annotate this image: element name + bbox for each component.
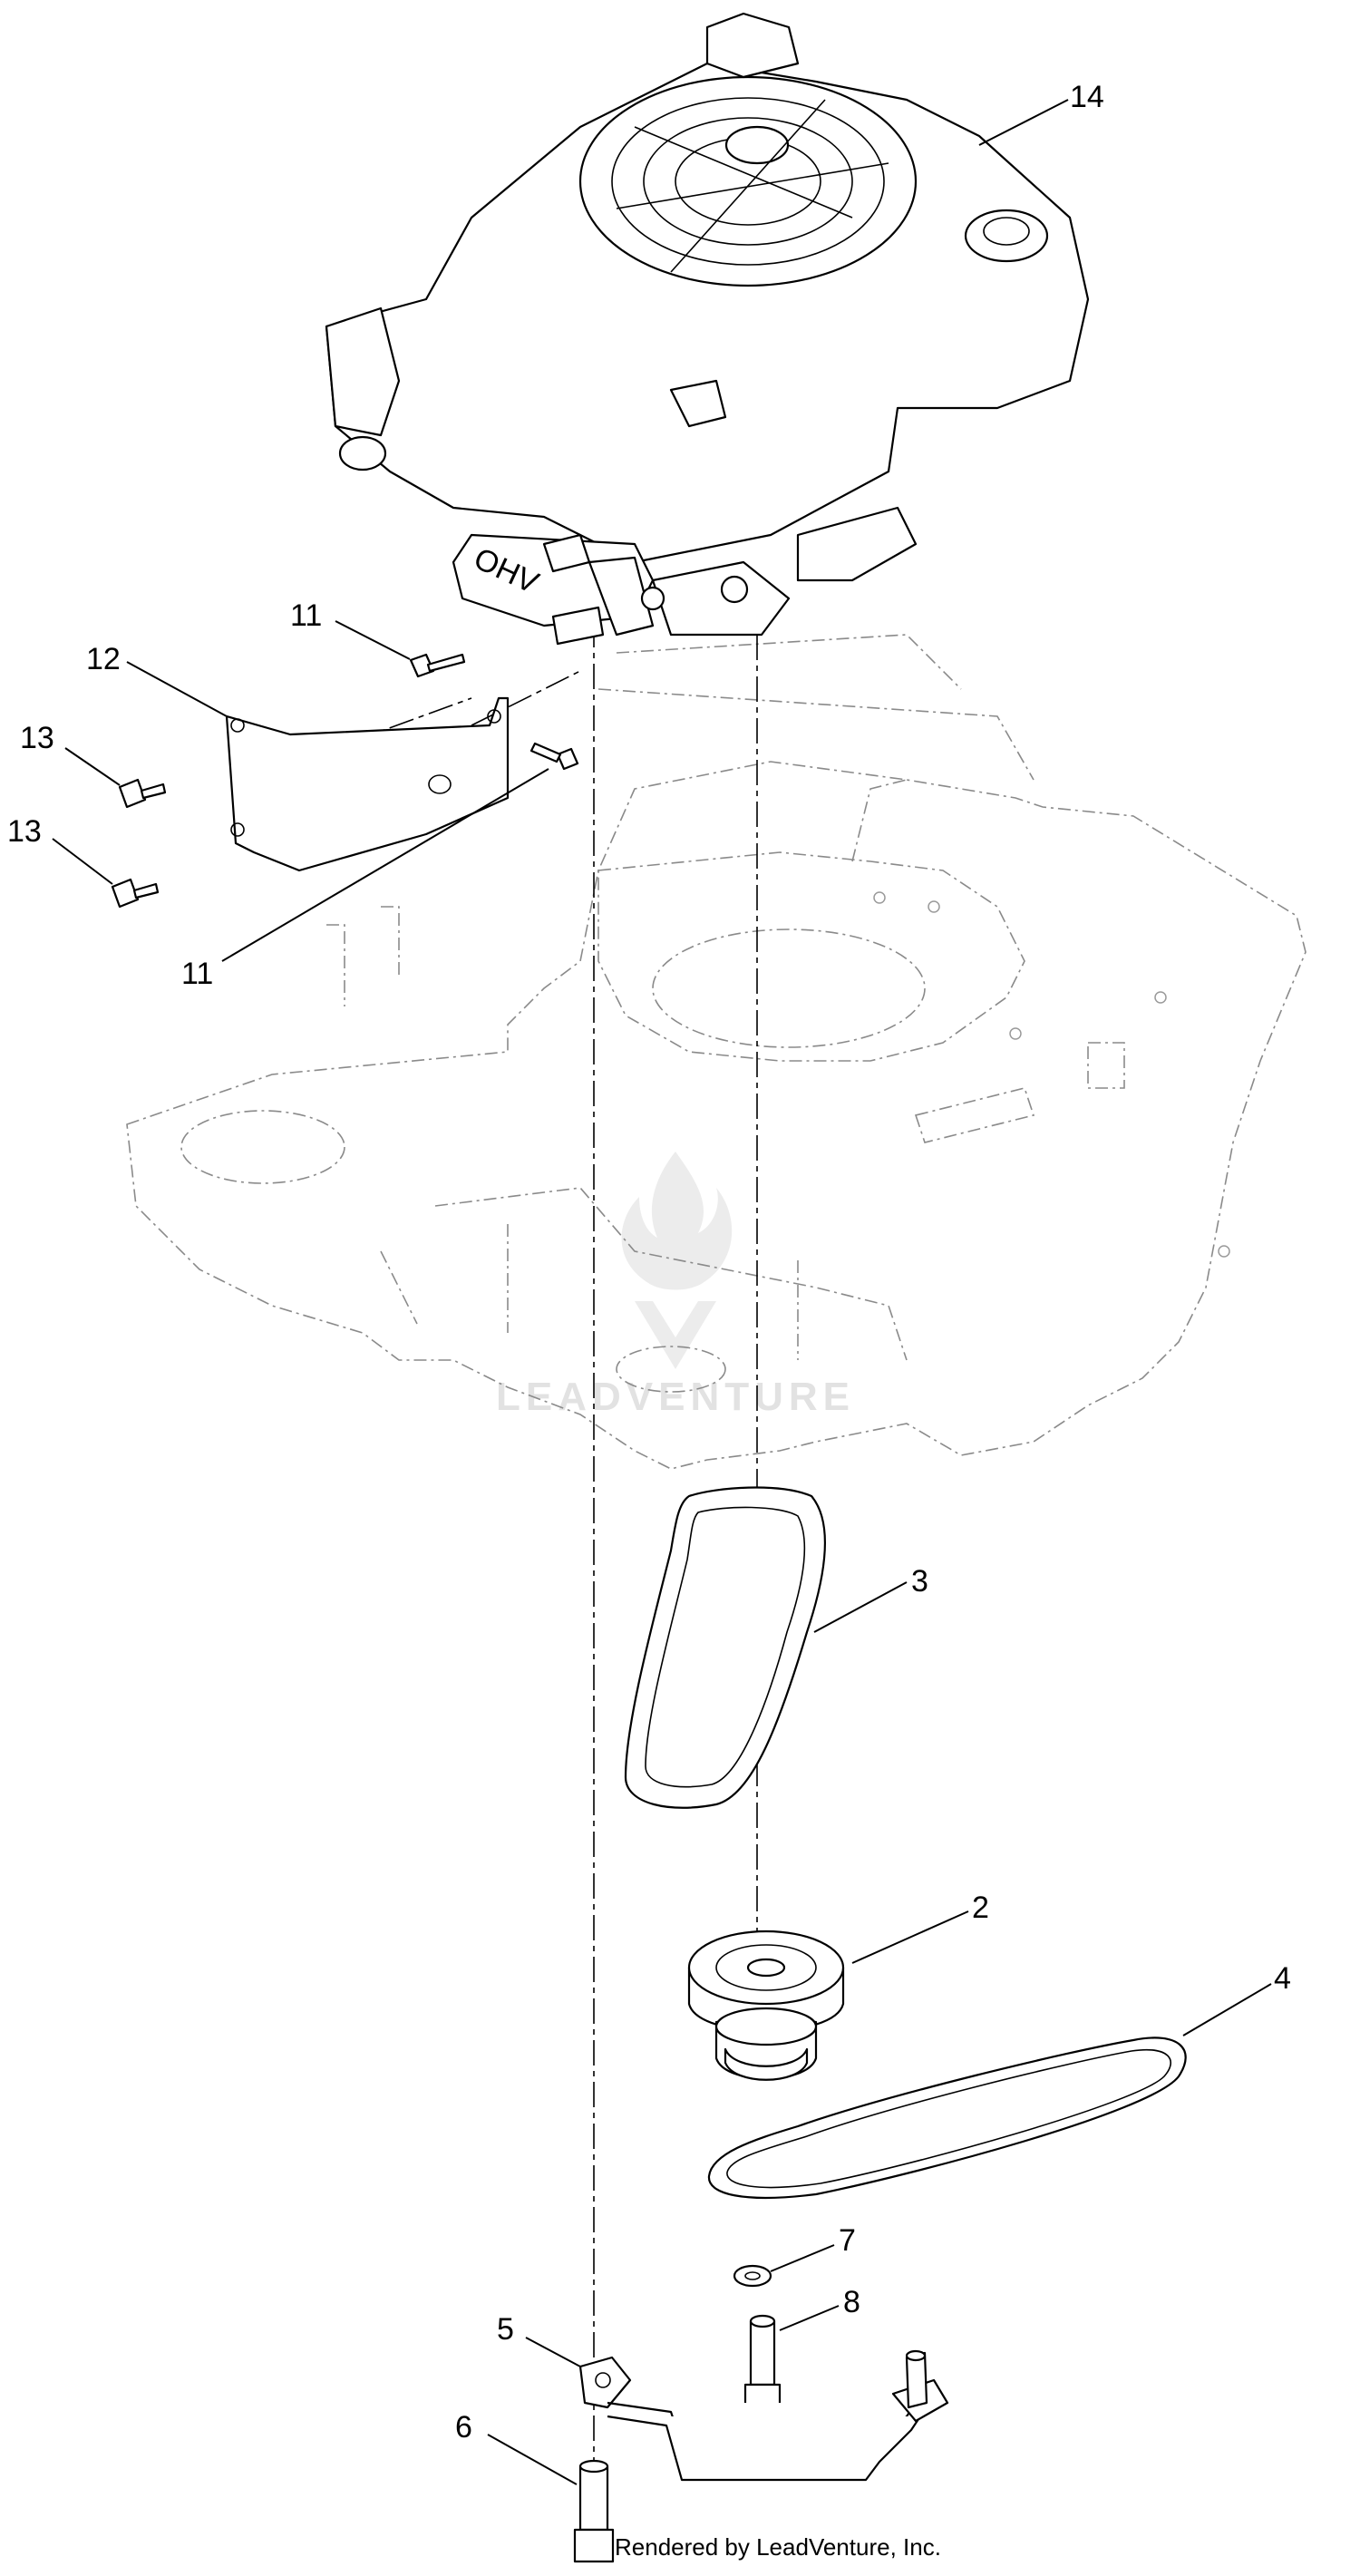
bolt-13-lower <box>111 878 160 909</box>
leader-line-3 <box>813 1581 908 1633</box>
callout-label-5: 5 <box>497 2312 514 2347</box>
callout-13-upper: 13 <box>20 721 121 786</box>
footer-credit: Rendered by LeadVenture, Inc. <box>615 2533 941 2561</box>
watermark: LEADVENTURE <box>496 1152 855 1419</box>
leader-line-13-lower <box>52 838 113 885</box>
bolt-8 <box>743 2314 782 2414</box>
leader-line-11-lower <box>221 768 549 962</box>
engine: OHV <box>325 12 1090 646</box>
bolt-6 <box>573 2459 615 2563</box>
callout-label-8: 8 <box>843 2285 860 2319</box>
callout-label-12: 12 <box>86 642 121 676</box>
pulley-2 <box>687 1930 845 2081</box>
callout-label-6: 6 <box>455 2410 472 2445</box>
leader-line-4 <box>1182 1983 1272 2036</box>
watermark-text: LEADVENTURE <box>496 1375 855 1419</box>
callout-2: 2 <box>851 1891 989 1964</box>
callout-label-4: 4 <box>1274 1961 1291 1996</box>
callout-12: 12 <box>86 642 228 717</box>
callout-label-13-upper: 13 <box>20 721 54 755</box>
leader-line-13-upper <box>64 747 121 786</box>
callout-13-lower: 13 <box>7 814 113 885</box>
callout-6: 6 <box>455 2410 578 2485</box>
belt-3 <box>624 1486 826 1809</box>
callout-label-7: 7 <box>839 2223 856 2258</box>
callout-label-11-lower: 11 <box>181 957 213 991</box>
callout-11-upper: 11 <box>290 598 411 660</box>
leader-line-7 <box>770 2244 835 2272</box>
leader-line-14 <box>978 99 1069 146</box>
leader-line-8 <box>779 2305 840 2331</box>
leader-line-11-upper <box>335 620 411 660</box>
callout-label-2: 2 <box>972 1891 989 1925</box>
callout-5: 5 <box>497 2312 581 2367</box>
callout-4: 4 <box>1182 1961 1291 2036</box>
leader-line-12 <box>126 661 228 717</box>
belt-4 <box>707 2036 1187 2200</box>
chassis-frame <box>126 634 1307 1470</box>
bolt-13-upper <box>118 778 167 809</box>
bolt-11-lower <box>529 742 579 771</box>
callout-label-13-lower: 13 <box>7 814 42 849</box>
callout-14: 14 <box>978 80 1104 146</box>
washer-7 <box>733 2264 772 2288</box>
shield-bracket-5 <box>578 2349 949 2482</box>
callout-7: 7 <box>770 2223 856 2272</box>
callout-label-3: 3 <box>911 1564 928 1599</box>
callout-8: 8 <box>779 2285 860 2331</box>
callout-3: 3 <box>813 1564 928 1633</box>
callout-label-14: 14 <box>1070 80 1104 114</box>
callout-11-lower: 11 <box>181 768 549 991</box>
callout-label-11-upper: 11 <box>290 598 322 633</box>
leader-line-6 <box>487 2434 578 2485</box>
flame-icon <box>621 1152 733 1369</box>
leader-line-2 <box>851 1910 969 1964</box>
engine-bracket <box>225 696 510 872</box>
bolt-11-upper <box>409 653 466 678</box>
leader-line-5 <box>525 2337 581 2367</box>
